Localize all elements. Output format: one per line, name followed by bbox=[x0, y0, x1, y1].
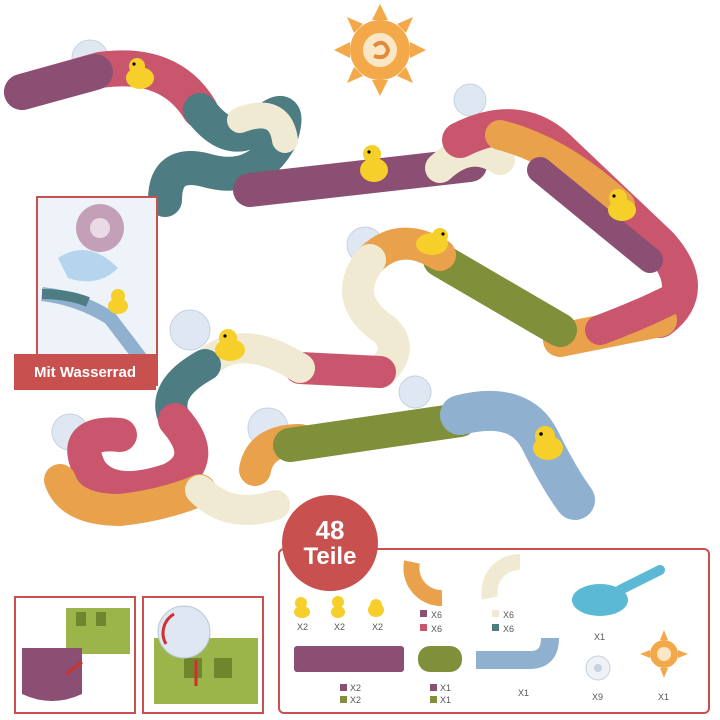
qty-straight-long-top: X2 bbox=[350, 683, 362, 693]
splash-illustration bbox=[38, 198, 156, 384]
duck-1 bbox=[126, 58, 154, 89]
qty-straight-short-bottom: X1 bbox=[440, 695, 452, 705]
qty-bend-blue: X1 bbox=[518, 688, 530, 698]
qty-duck-b: X2 bbox=[334, 622, 346, 632]
pieces-count: 48 bbox=[315, 514, 345, 545]
qty-straight-short-top: X1 bbox=[440, 683, 452, 693]
duck-6 bbox=[533, 426, 563, 460]
pieces-word: Teile bbox=[303, 543, 357, 571]
part-water-wheel-icon bbox=[640, 630, 688, 678]
wheel-mount-detail-illustration bbox=[154, 605, 258, 704]
duck-3 bbox=[608, 189, 636, 221]
connector-detail-illustration bbox=[22, 608, 130, 701]
part-duck-a-icon bbox=[294, 597, 310, 618]
pieces-badge: 48 Teile bbox=[282, 495, 378, 591]
duck-4 bbox=[416, 228, 448, 255]
part-duck-c-icon bbox=[368, 599, 384, 617]
part-bend-blue-icon bbox=[476, 637, 559, 669]
inset-duck-icon bbox=[108, 289, 128, 314]
part-curve-orange-icon bbox=[403, 560, 443, 606]
qty-water-wheel: X1 bbox=[658, 692, 670, 702]
marble-run-track bbox=[4, 50, 698, 527]
part-straight-long-icon bbox=[294, 646, 404, 672]
parts-illustrations bbox=[294, 554, 688, 703]
detail-connector-1 bbox=[14, 596, 136, 714]
part-suction-cup-icon bbox=[585, 655, 611, 681]
duck-5 bbox=[215, 329, 245, 361]
qty-curve-cream-top: X6 bbox=[503, 610, 515, 620]
water-wheel-icon bbox=[334, 4, 426, 96]
part-duck-b-icon bbox=[331, 596, 345, 618]
qty-duck-c: X2 bbox=[372, 622, 384, 632]
toy-ducks bbox=[126, 58, 636, 460]
qty-straight-long-bottom: X2 bbox=[350, 695, 362, 705]
part-curve-cream-icon bbox=[481, 554, 521, 600]
inset-label: Mit Wasserrad bbox=[14, 354, 156, 390]
qty-cup: X1 bbox=[594, 632, 606, 642]
qty-duck-a: X2 bbox=[297, 622, 309, 632]
duck-2 bbox=[360, 145, 388, 182]
part-cup-icon bbox=[572, 565, 665, 616]
qty-curve-orange-top: X6 bbox=[431, 610, 443, 620]
qty-suction-cup: X9 bbox=[592, 692, 604, 702]
part-straight-short-icon bbox=[418, 646, 462, 672]
qty-curve-orange-bottom: X6 bbox=[431, 624, 443, 634]
qty-curve-cream-bottom: X6 bbox=[503, 624, 515, 634]
detail-connector-2 bbox=[142, 596, 264, 714]
